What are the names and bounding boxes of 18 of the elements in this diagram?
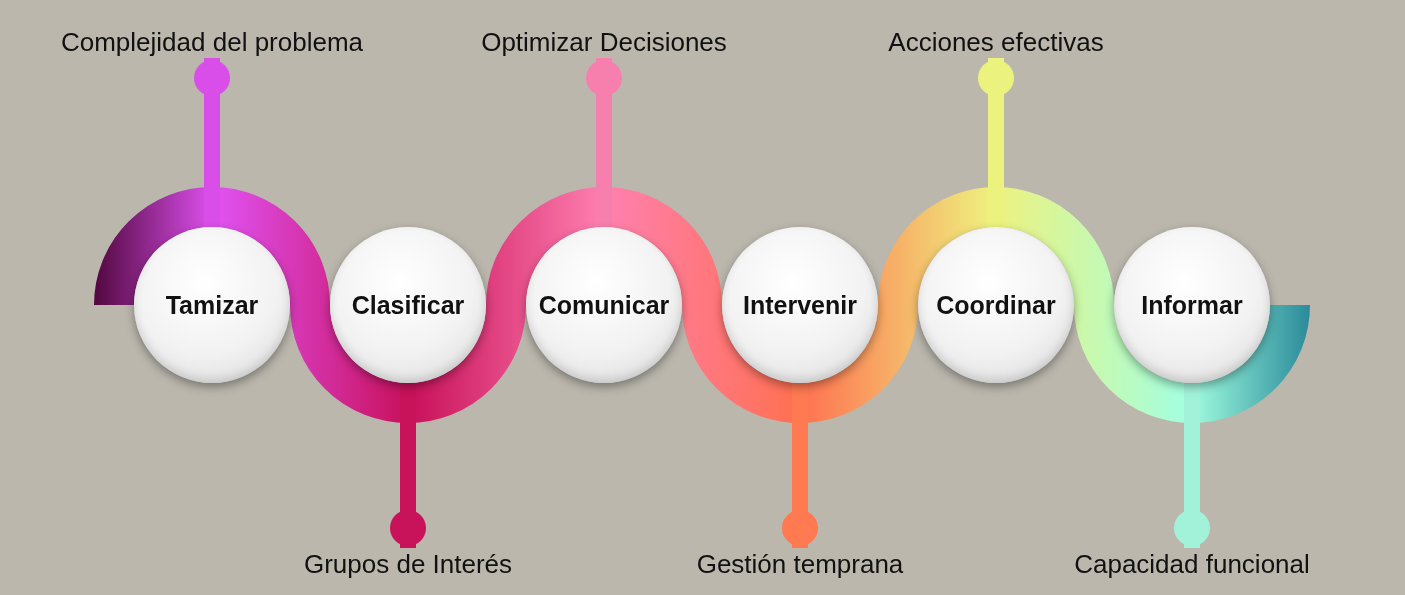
pin-connector xyxy=(586,58,622,227)
step-label: Comunicar xyxy=(538,290,670,320)
milestone-label: Capacidad funcional xyxy=(1074,548,1310,580)
milestone-label: Grupos de Interés xyxy=(303,548,513,580)
step-label: Intervenir xyxy=(743,290,857,320)
step-label: Tamizar xyxy=(165,290,259,320)
step-label: Informar xyxy=(1141,290,1243,320)
pin-connector xyxy=(194,58,230,227)
step-circle xyxy=(330,227,486,383)
step-label: Clasificar xyxy=(351,290,465,320)
milestone-label: Gestión temprana xyxy=(696,548,904,580)
milestone-label: Complejidad del problema xyxy=(60,26,364,58)
milestone-label: Optimizar Decisiones xyxy=(481,26,727,58)
step-label: Coordinar xyxy=(936,290,1056,320)
pin-connector xyxy=(782,383,818,548)
milestone-label: Acciones efectivas xyxy=(888,26,1104,58)
pin-connector xyxy=(390,383,426,548)
pin-connector xyxy=(1174,383,1210,548)
